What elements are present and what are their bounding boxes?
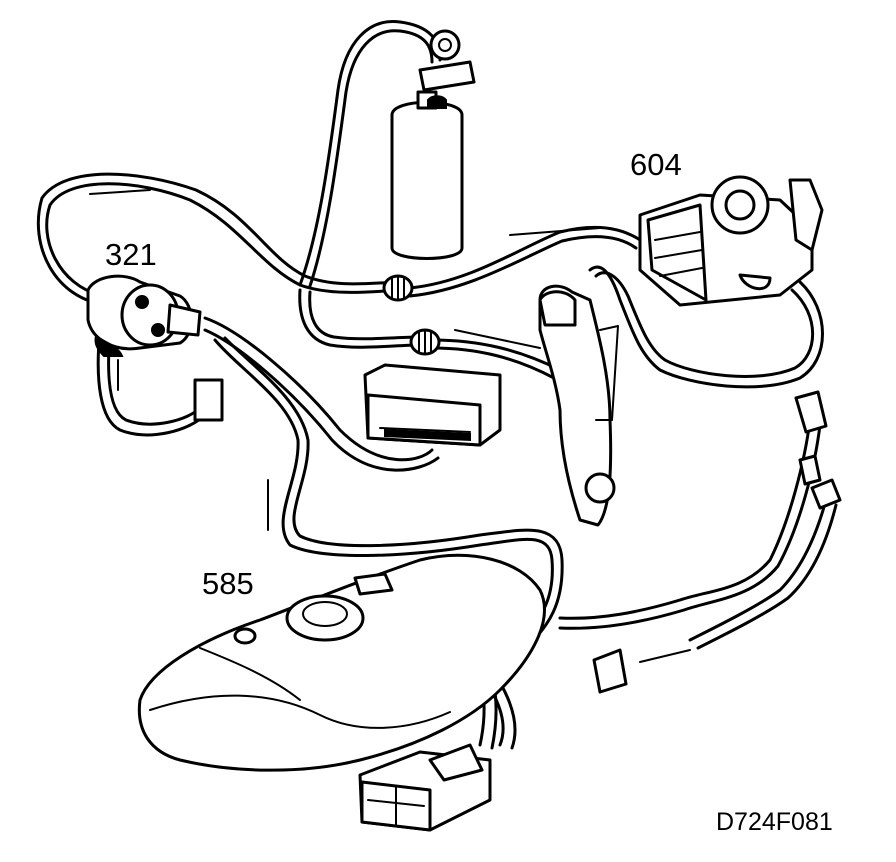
throttle-body-part [638, 175, 824, 307]
label-604: 604 [630, 147, 682, 182]
label-321: 321 [105, 237, 157, 272]
control-unit-part [363, 363, 502, 447]
figure-code: D724F081 [716, 808, 833, 836]
hose-network [36, 20, 838, 750]
fuel-line-fittings [592, 390, 842, 694]
bracket-assembly-part [538, 284, 619, 527]
canister-valve-part [86, 274, 202, 357]
hose-connectors [193, 274, 441, 422]
flow-arrows [89, 189, 691, 663]
label-585: 585 [202, 566, 254, 601]
fuel-tank-part [137, 553, 546, 772]
charcoal-canister-part [358, 743, 492, 832]
cylinder-reservoir [390, 29, 476, 260]
